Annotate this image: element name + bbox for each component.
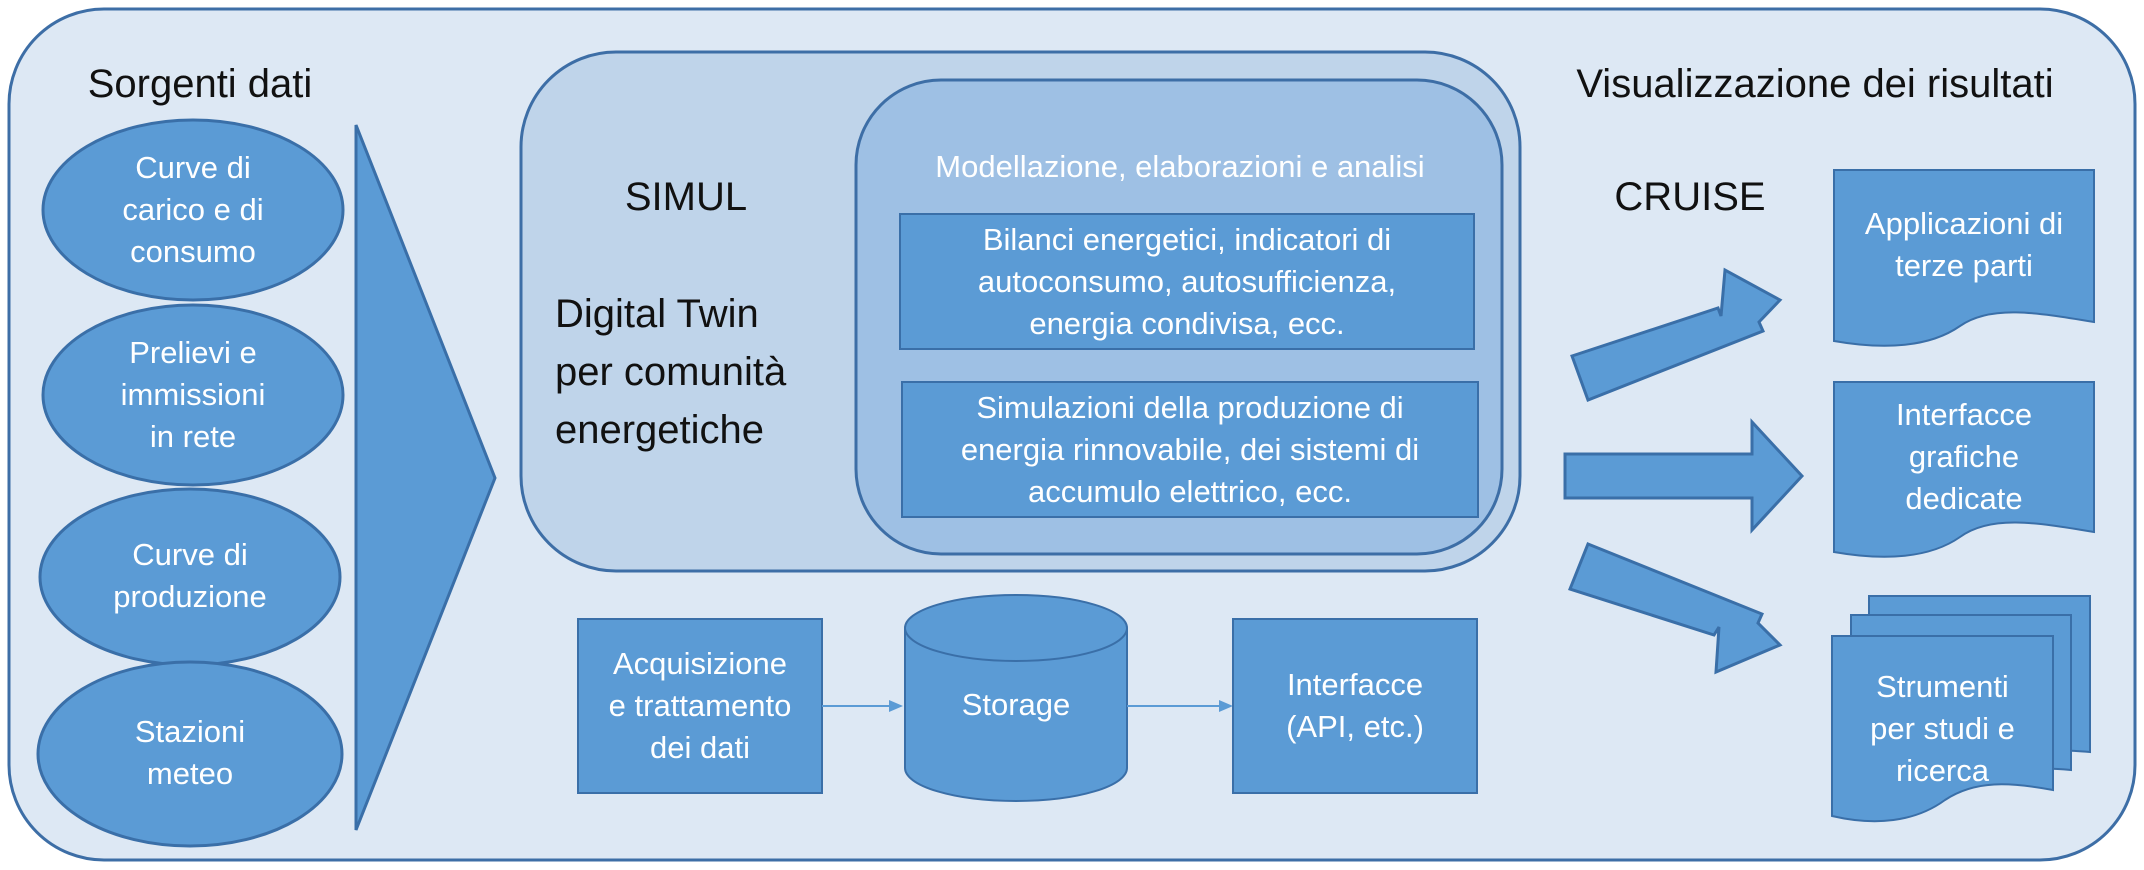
acquisition-line: dei dati <box>650 730 750 765</box>
interfaces-label: Interfacce (API, etc.) <box>1233 619 1477 793</box>
source-ellipse-weather <box>36 660 344 848</box>
cruise-title: CRUISE <box>1614 174 1766 219</box>
energy-balance-line: energia condivisa, ecc. <box>1029 305 1345 341</box>
source-label-production: Curve di produzione <box>60 528 320 624</box>
output-label-line: per studi e <box>1870 711 2015 746</box>
source-label-line: Curve di <box>132 537 248 572</box>
storage-cylinder-top <box>904 594 1128 662</box>
simulation-line: energia rinnovabile, dei sistemi di <box>960 431 1420 467</box>
source-label-line: immissioni <box>120 377 266 412</box>
simul-subtitle-line: energetiche <box>555 408 765 452</box>
energy-balance-line: autoconsumo, autosufficienza, <box>977 263 1397 299</box>
source-ellipse-load-curves <box>41 118 345 302</box>
output-document-stack-front <box>1831 635 2054 823</box>
results-title: Visualizzazione dei risultati <box>1576 61 2054 106</box>
simulation-label: Simulazioni della produzione di energia … <box>902 382 1478 517</box>
output-arrow-upper <box>1570 267 1783 402</box>
acquisition-box <box>577 618 823 794</box>
acquisition-label: Acquisizione e trattamento dei dati <box>578 619 822 793</box>
output-arrow-middle <box>1563 418 1805 534</box>
source-label-grid-exchange: Prelievi e immissioni in rete <box>63 327 323 463</box>
arrow-storage-interfaces-head <box>1219 700 1233 712</box>
output-document-interfaces <box>1833 381 2095 558</box>
output-label-line: Strumenti <box>1876 669 2009 704</box>
simulation-line: accumulo elettrico, ecc. <box>1028 473 1352 509</box>
energy-balance-label: Bilanci energetici, indicatori di autoco… <box>900 214 1474 349</box>
interfaces-box <box>1232 618 1478 794</box>
simul-subtitle-line: per comunità <box>555 350 787 394</box>
source-label-load-curves: Curve di carico e di consumo <box>63 142 323 278</box>
sources-title: Sorgenti dati <box>87 61 313 106</box>
output-document-third-party <box>1833 169 2095 347</box>
source-label-line: meteo <box>146 756 234 791</box>
source-label-line: Stazioni <box>134 714 246 749</box>
modeling-title: Modellazione, elaborazioni e analisi <box>935 149 1425 184</box>
output-label-line: Applicazioni di <box>1864 206 2064 241</box>
output-label-line: terze parti <box>1895 248 2033 283</box>
simulation-line: Simulazioni della produzione di <box>976 389 1404 425</box>
source-label-line: Curve di <box>135 150 251 185</box>
energy-balance-line: Bilanci energetici, indicatori di <box>982 221 1392 257</box>
simul-subtitle-line: Digital Twin <box>555 292 759 336</box>
source-label-weather: Stazioni meteo <box>60 705 320 801</box>
source-label-line: Prelievi e <box>129 335 257 370</box>
output-arrow-lower <box>1568 542 1783 675</box>
source-label-line: in rete <box>149 419 237 454</box>
output-label-line: ricerca <box>1895 753 1989 788</box>
output-label-line: grafiche <box>1908 439 2020 474</box>
output-label-line: dedicate <box>1905 481 2023 516</box>
source-label-line: carico e di <box>122 192 264 227</box>
acquisition-line: Acquisizione <box>612 646 788 681</box>
output-label-research: Strumenti per studi e ricerca <box>1832 664 2053 794</box>
storage-label: Storage <box>961 687 1071 722</box>
simulation-box <box>901 381 1479 518</box>
source-label-line: consumo <box>130 234 256 269</box>
arrow-acquisition-storage-head <box>889 700 903 712</box>
input-triangle-arrow <box>354 124 497 831</box>
interfaces-line: Interfacce <box>1286 667 1424 702</box>
source-label-line: produzione <box>113 579 267 614</box>
output-label-interfaces: Interfacce grafiche dedicate <box>1834 392 2094 522</box>
simul-subtitle: Digital Twin per comunità energetiche <box>555 282 845 462</box>
interfaces-line: (API, etc.) <box>1286 709 1424 744</box>
output-label-line: Interfacce <box>1895 397 2033 432</box>
simul-title: SIMUL <box>624 174 748 219</box>
output-label-third-party: Applicazioni di terze parti <box>1834 195 2094 295</box>
source-ellipse-grid-exchange <box>41 303 345 487</box>
storage-cylinder-body <box>904 628 1128 802</box>
energy-balance-box <box>899 213 1475 350</box>
acquisition-line: e trattamento <box>608 688 792 723</box>
